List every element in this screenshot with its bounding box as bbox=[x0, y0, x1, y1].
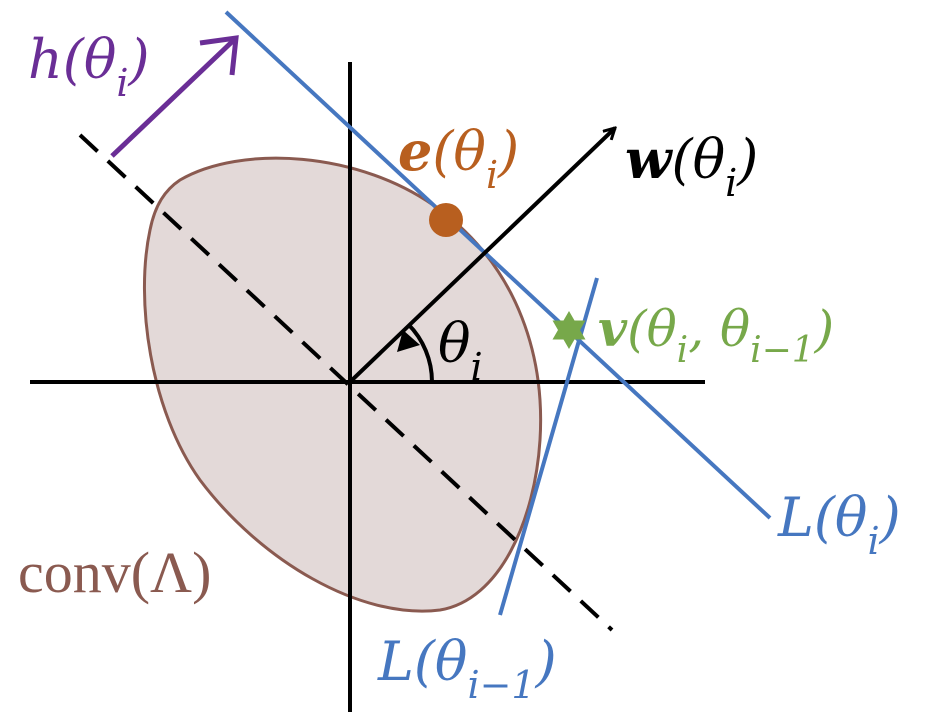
w-vector-arrow bbox=[348, 128, 615, 384]
theta-angle-arc bbox=[406, 322, 435, 383]
e-label: e(θi) bbox=[398, 119, 519, 197]
conv-hull-label: conv(Λ) bbox=[18, 540, 211, 605]
convex-hull-region bbox=[142, 156, 543, 613]
theta-angle-arrowhead bbox=[397, 330, 420, 352]
support-line-L-theta-i bbox=[224, 10, 772, 520]
v-label: v(θi, θi−1) bbox=[598, 299, 834, 371]
v-point-star-icon bbox=[552, 311, 586, 349]
L-theta-i-label: L(θi) bbox=[777, 486, 901, 563]
L-theta-i-1-label: L(θi−1) bbox=[377, 630, 557, 707]
h-vector-arrow bbox=[110, 36, 238, 158]
e-point-icon bbox=[429, 203, 463, 237]
w-label: w(θi) bbox=[625, 127, 758, 205]
dashed-normal-line bbox=[78, 133, 614, 632]
h-label: h(θi) bbox=[28, 28, 150, 105]
h-vector-arrowhead bbox=[199, 35, 239, 76]
theta-label: θi bbox=[438, 312, 483, 389]
